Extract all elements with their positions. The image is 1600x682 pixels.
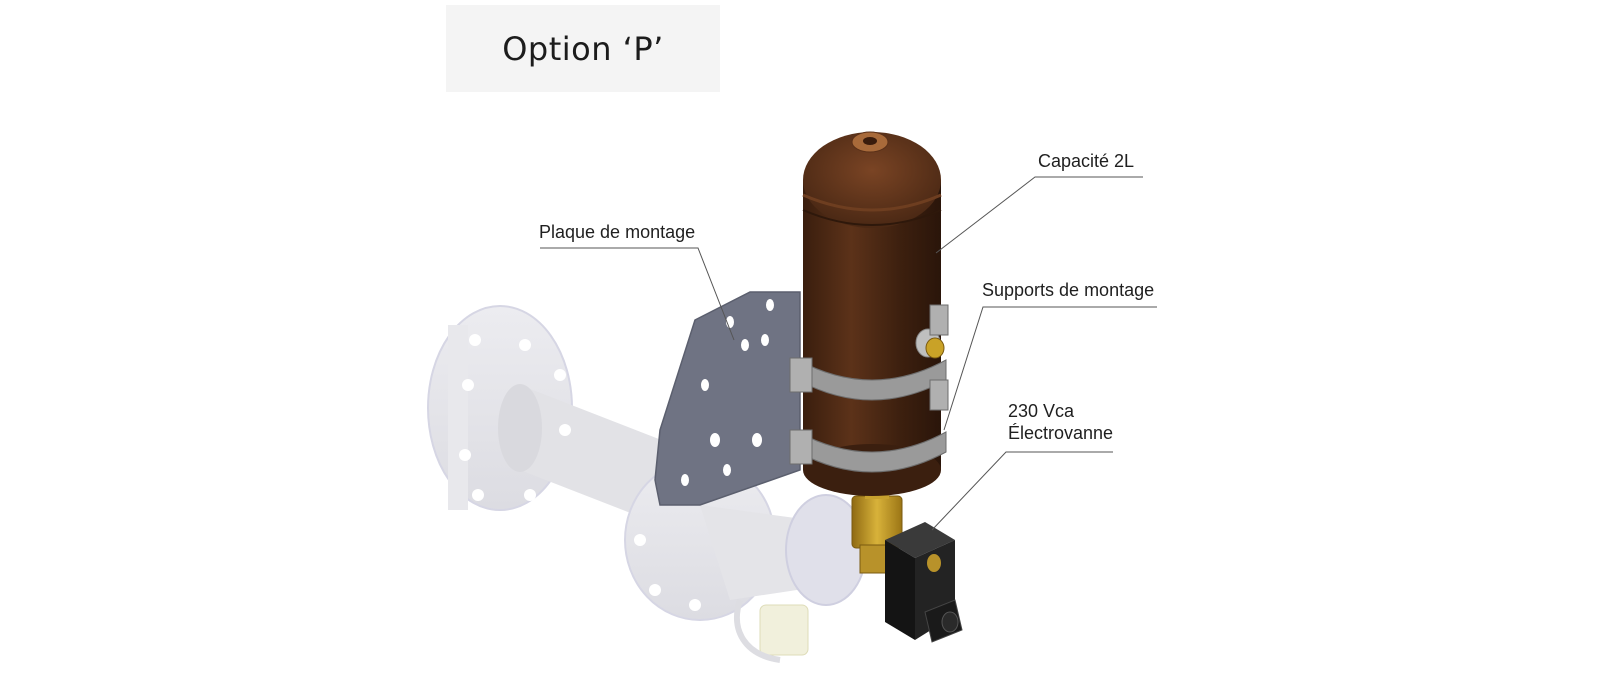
strap-bracket [789, 429, 813, 465]
label-solenoid-line2: Électrovanne [1008, 423, 1114, 443]
label-capacity-text: Capacité 2L [1038, 151, 1135, 171]
ghost-bolt-hole [559, 424, 571, 436]
ghost-bolt-hole [634, 534, 646, 546]
solenoid-valve [885, 522, 963, 643]
tank-body [803, 180, 941, 470]
leader-lines [540, 176, 1157, 531]
tank-top-rim [802, 209, 942, 226]
label-mounting-plate-text: Plaque de montage [539, 222, 696, 242]
solenoid-plug [941, 611, 959, 633]
plate-hole [752, 433, 762, 447]
ghost-pipe-assembly [427, 305, 867, 663]
ghost-cable [733, 599, 781, 663]
ghost-bolt-hole [554, 369, 566, 381]
leader-supports [943, 306, 1157, 431]
label-mounting-supports: Supports de montage [982, 279, 1154, 301]
leader-solenoid [931, 451, 1113, 531]
strap-bracket [929, 379, 949, 411]
strap-bracket [789, 357, 813, 393]
ghost-bolt-hole [689, 599, 701, 611]
strap-bracket [929, 304, 949, 336]
mounting-straps [789, 304, 949, 473]
reservoir-tank [789, 131, 949, 496]
label-solenoid-line1: 230 Vca [1008, 401, 1075, 421]
tank-side-fitting [925, 337, 945, 359]
tank-top-rim [802, 193, 942, 212]
ghost-pipe-end [498, 384, 542, 472]
leader-plate [540, 247, 735, 341]
solenoid-nut [927, 554, 941, 572]
ghost-bolt-hole [469, 334, 481, 346]
label-mounting-supports-text: Supports de montage [982, 280, 1155, 300]
plate-hole [766, 299, 774, 311]
label-mounting-plate: Plaque de montage [539, 221, 695, 243]
tank-top-cap [803, 132, 941, 228]
plate-hole [761, 334, 769, 346]
plate-hole [710, 433, 720, 447]
label-capacity: Capacité 2L [1038, 150, 1134, 172]
ghost-bolt-hole [519, 339, 531, 351]
solenoid-top [885, 522, 955, 558]
solenoid-front [885, 540, 915, 640]
plate-hole [681, 474, 689, 486]
tank-top-port-hole [863, 137, 877, 145]
ghost-fitting [759, 604, 809, 656]
strap-lower [797, 431, 947, 473]
ghost-bolt-hole [649, 584, 661, 596]
plate-hole [723, 464, 731, 476]
page-title: Option ‘P’ [502, 29, 664, 68]
label-solenoid: 230 Vca Électrovanne [1008, 400, 1113, 444]
valve-body-lower [859, 544, 889, 574]
ghost-bolt-hole [459, 449, 471, 461]
ghost-bolt-hole [462, 379, 474, 391]
ghost-bolt-hole [524, 489, 536, 501]
leader-capacity [935, 176, 1143, 254]
ghost-bolt-hole [472, 489, 484, 501]
plate-hole [701, 379, 709, 391]
ghost-pipe [448, 325, 468, 510]
title-box: Option ‘P’ [446, 5, 720, 92]
plate-hole [741, 339, 749, 351]
